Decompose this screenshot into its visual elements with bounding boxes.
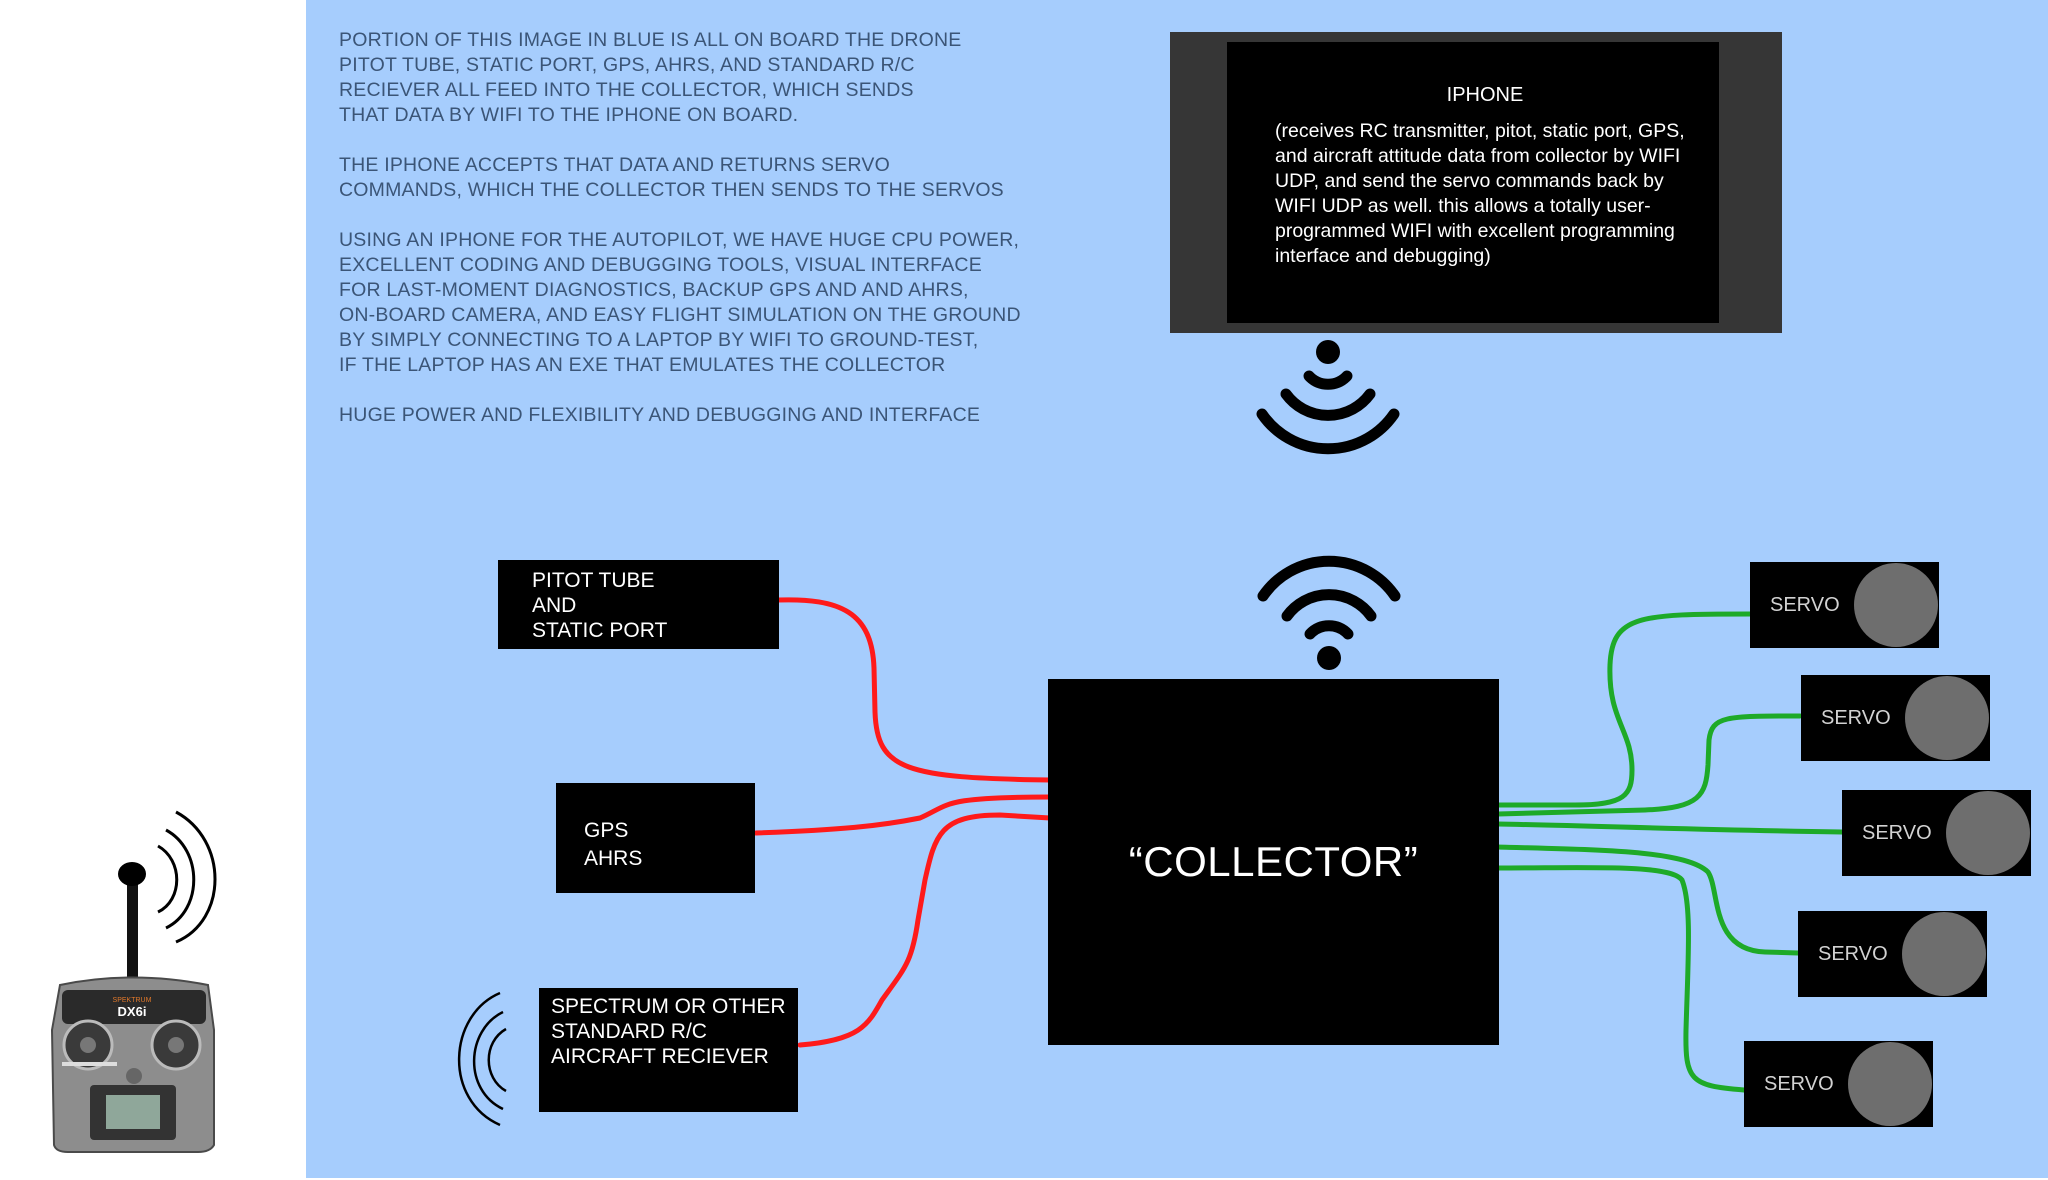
collector-box: “COLLECTOR” bbox=[1048, 679, 1499, 1045]
pitot-wire bbox=[775, 597, 1053, 783]
receiver-signal-icon bbox=[457, 991, 507, 1127]
rc-transmitter: SPEKTRUM DX6i bbox=[50, 810, 217, 1153]
wifi-icon-inverted bbox=[1256, 340, 1400, 455]
antenna bbox=[127, 872, 138, 982]
sensor-wires bbox=[753, 597, 1053, 1048]
servo-4-wire bbox=[1495, 844, 1801, 956]
iphone-screen: IPHONE (receives RC transmitter, pitot, … bbox=[1227, 42, 1719, 323]
note-paragraph: HUGE POWER AND FLEXIBILITY AND DEBUGGING… bbox=[339, 404, 981, 426]
collector-label: “COLLECTOR” bbox=[1128, 838, 1419, 885]
transmitter-brand: SPEKTRUM bbox=[113, 997, 152, 1004]
pitot-static-box: PITOT TUBE AND STATIC PORT bbox=[498, 560, 779, 649]
servo-label: SERVO bbox=[1821, 707, 1891, 729]
servo-disc bbox=[1854, 563, 1938, 647]
servo-box: SERVO bbox=[1750, 562, 1939, 648]
transmitter-model: DX6i bbox=[118, 1004, 147, 1019]
gps-wire bbox=[753, 794, 1053, 836]
antenna-tip bbox=[118, 862, 146, 886]
servo-label: SERVO bbox=[1764, 1073, 1834, 1095]
note-paragraph: THE IPHONE ACCEPTS THAT DATA AND RETURNS… bbox=[339, 154, 1004, 201]
servo-disc bbox=[1905, 676, 1989, 760]
servo-3-wire bbox=[1495, 821, 1845, 835]
servo-disc bbox=[1946, 791, 2030, 875]
gps-ahrs-label: GPS AHRS bbox=[584, 819, 643, 870]
transmitter-lcd bbox=[106, 1095, 160, 1129]
iphone-title: IPHONE bbox=[1446, 84, 1524, 106]
servo-disc bbox=[1902, 912, 1986, 996]
explanation-notes: PORTION OF THIS IMAGE IN BLUE IS ALL ON … bbox=[339, 28, 1129, 453]
servo-box: SERVO bbox=[1744, 1041, 1933, 1127]
note-paragraph: USING AN IPHONE FOR THE AUTOPILOT, WE HA… bbox=[339, 229, 1021, 376]
receiver-label: SPECTRUM OR OTHER STANDARD R/C AIRCRAFT … bbox=[551, 995, 786, 1068]
transmitter-signal-icon bbox=[157, 810, 217, 944]
servo-wires bbox=[1495, 611, 1845, 1093]
receiver-box: SPECTRUM OR OTHER STANDARD R/C AIRCRAFT … bbox=[539, 988, 798, 1112]
pitot-static-label: PITOT TUBE AND STATIC PORT bbox=[532, 569, 668, 642]
gps-ahrs-box: GPS AHRS bbox=[556, 783, 755, 893]
servo-5-wire bbox=[1495, 865, 1747, 1093]
servo-disc bbox=[1848, 1042, 1932, 1126]
servo-box: SERVO bbox=[1842, 790, 2031, 876]
servo-label: SERVO bbox=[1770, 594, 1840, 616]
wifi-icon bbox=[1257, 555, 1401, 670]
receiver-wire bbox=[797, 812, 1053, 1048]
note-paragraph: PORTION OF THIS IMAGE IN BLUE IS ALL ON … bbox=[339, 29, 962, 126]
servo-2-wire bbox=[1495, 713, 1803, 817]
servo-label: SERVO bbox=[1862, 822, 1932, 844]
servo-1-wire bbox=[1495, 611, 1753, 808]
servo-box: SERVO bbox=[1798, 911, 1987, 997]
servo-box: SERVO bbox=[1801, 675, 1990, 761]
iphone-description: (receives RC transmitter, pitot, static … bbox=[1275, 120, 1685, 267]
servo-label: SERVO bbox=[1818, 943, 1888, 965]
